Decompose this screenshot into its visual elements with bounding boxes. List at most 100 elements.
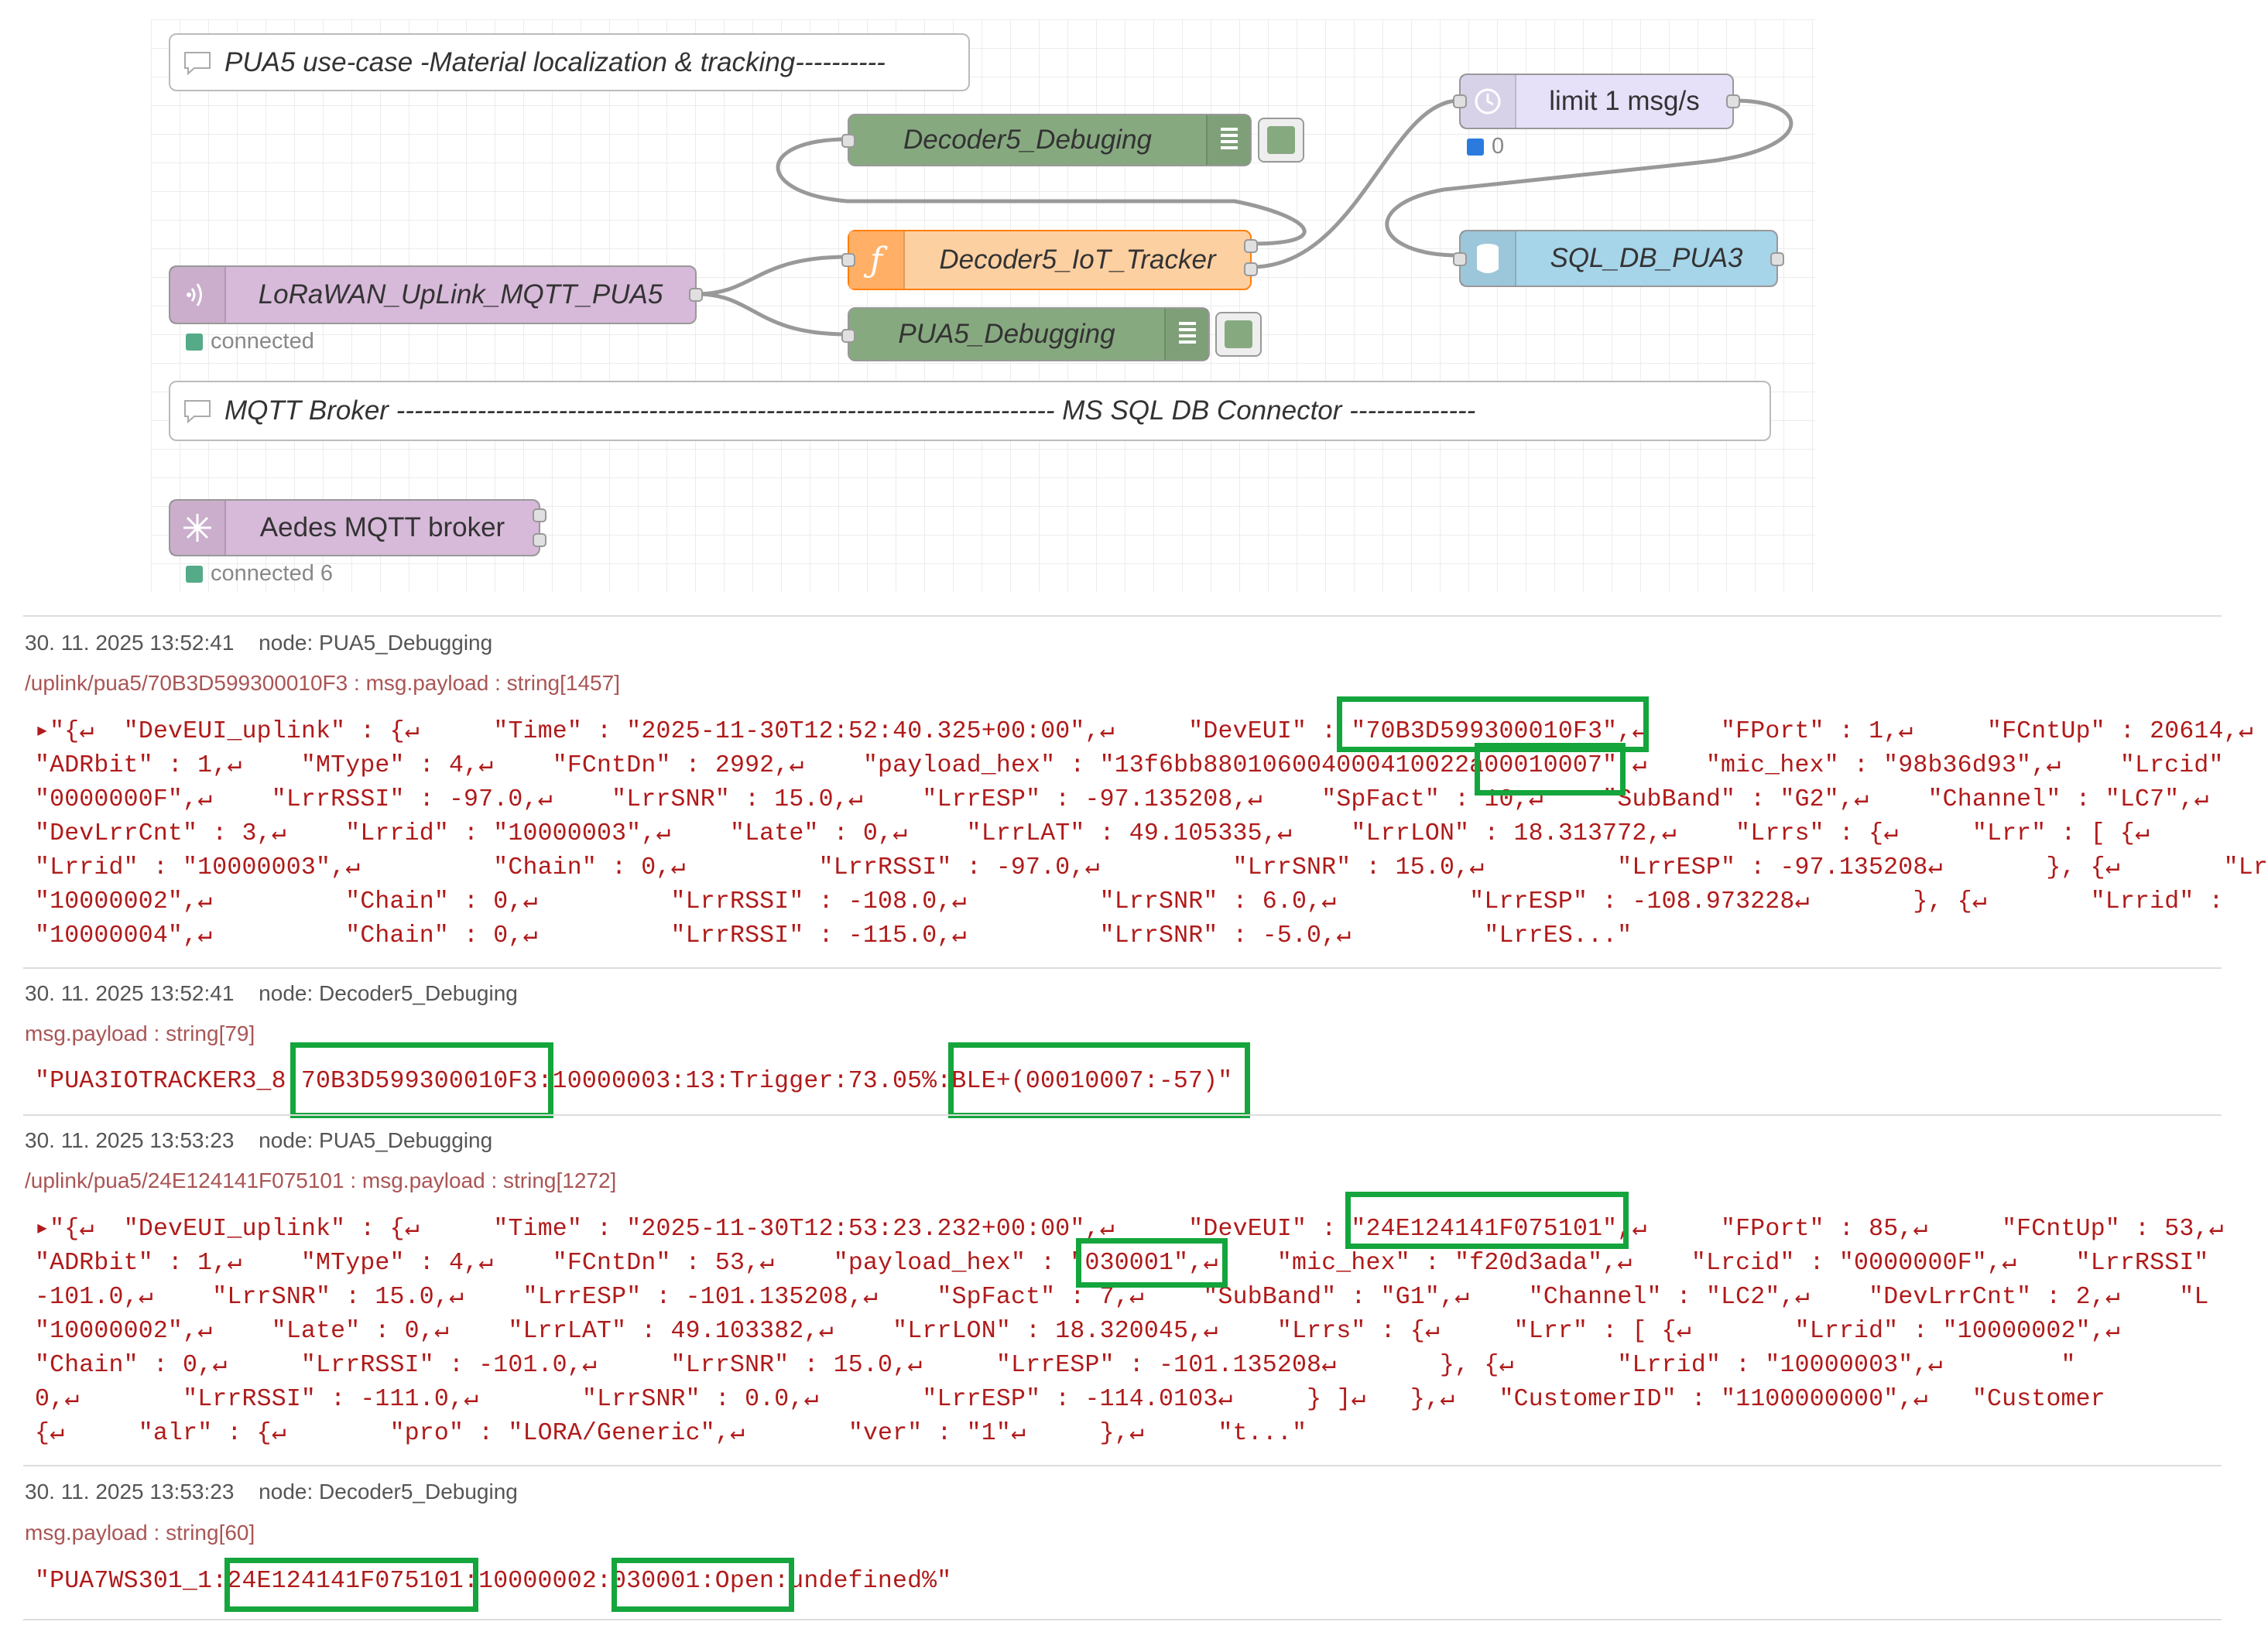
input-port[interactable] [1453,94,1467,108]
divider [23,1619,2222,1620]
wire-mqtt-to-function [696,255,848,296]
broker-icon [170,501,226,555]
payload-line: 0,↵ "LrrRSSI" : -111.0,↵ "LrrSNR" : 0.0,… [35,1386,2105,1413]
status-text: connected 6 [211,561,334,586]
highlight-box-ble [948,1042,1250,1118]
payload-line[interactable]: ▸"{↵ "DevEUI_uplink" : {↵ "Time" : "2025… [35,718,2253,745]
function-icon: ƒ [849,231,905,289]
node-label: Decoder5_Debuging [903,125,1153,155]
message-topic: msg.payload : string[60] [25,1521,255,1545]
output-port[interactable] [1726,94,1740,108]
message-timestamp: 30. 11. 2025 13:52:41 [25,981,235,1005]
payload-line[interactable]: ▸"{↵ "DevEUI_uplink" : {↵ "Time" : "2025… [35,1216,2224,1243]
comment-node-top[interactable]: PUA5 use-case -Material localization & t… [169,33,970,91]
node-label: limit 1 msg/s [1549,86,1700,116]
flow-canvas[interactable]: PUA5 use-case -Material localization & t… [151,19,1815,592]
delay-status: 0 [1467,134,1504,159]
function-node[interactable]: ƒ Decoder5_IoT_Tracker [841,230,1258,290]
message-node-link[interactable]: node: Decoder5_Debuging [259,1480,518,1504]
flow-wires [696,98,1794,337]
message-header: 30. 11. 2025 13:52:41 node: PUA5_Debuggi… [25,631,511,655]
payload-line: "DevLrrCnt" : 3,↵ "Lrrid" : "10000003",↵… [35,820,2150,847]
payload-line: "Chain" : 0,↵ "LrrRSSI" : -101.0,↵ "LrrS… [35,1352,2076,1379]
wire-delay-to-sql [1385,98,1794,258]
status-dot-icon [186,333,203,351]
database-icon [1461,231,1516,286]
payload-line: "ADRbit" : 1,↵ "MType" : 4,↵ "FCntDn" : … [35,1250,2209,1277]
broker-status: connected 6 [186,561,333,587]
highlight-box-deveui [224,1558,478,1612]
output-port-2[interactable] [1244,262,1258,276]
payload-line: "10000004",↵ "Chain" : 0,↵ "LrrRSSI" : -… [35,922,1632,949]
debug-toggle-button[interactable] [1215,312,1262,357]
highlight-box-payload-hex [1475,743,1626,795]
message-node-link[interactable]: node: PUA5_Debugging [259,1128,493,1152]
payload-line[interactable]: "PUA7WS301_1:24E124141F075101:10000002:0… [35,1568,952,1595]
payload-line: -101.0,↵ "LrrSNR" : 15.0,↵ "LrrESP" : -1… [35,1284,2209,1311]
mqtt-in-node[interactable]: LoRaWAN_UpLink_MQTT_PUA5 [169,265,703,324]
payload-line: "10000002",↵ "Chain" : 0,↵ "LrrRSSI" : -… [35,888,2224,915]
aedes-broker-node[interactable]: Aedes MQTT broker [169,499,546,556]
highlight-box-payload-hex [1076,1238,1228,1288]
output-port[interactable] [1770,252,1784,266]
debug-list-icon [1164,309,1208,360]
divider [23,615,2222,617]
debug-toggle-button[interactable] [1258,118,1304,163]
payload-line: {↵ "alr" : {↵ "pro" : "LORA/Generic",↵ "… [35,1420,1307,1447]
comment-icon [170,398,224,424]
node-label: Decoder5_IoT_Tracker [939,245,1216,275]
status-dot-icon [186,565,203,583]
highlight-box-payload [612,1558,794,1612]
status-text: 0 [1492,134,1505,159]
input-port[interactable] [841,253,855,267]
message-timestamp: 30. 11. 2025 13:52:41 [25,631,235,655]
highlight-box-deveui [1337,696,1649,752]
debug-list-icon [1206,115,1250,165]
payload-line: "ADRbit" : 1,↵ "MType" : 4,↵ "FCntDn" : … [35,752,2224,779]
status-text: connected [211,329,314,354]
payload-line: "10000002",↵ "Late" : 0,↵ "LrrLAT" : 49.… [35,1318,2120,1345]
delay-node[interactable]: limit 1 msg/s [1453,74,1740,129]
divider [23,1114,2222,1116]
message-node-link[interactable]: node: PUA5_Debugging [259,631,493,655]
message-header: 30. 11. 2025 13:53:23 node: Decoder5_Deb… [25,1480,536,1504]
node-label: PUA5_Debugging [898,319,1115,349]
sql-node[interactable]: SQL_DB_PUA3 [1453,230,1784,287]
mqtt-wave-icon [170,267,226,323]
divider [23,967,2222,969]
highlight-box-deveui [1345,1192,1629,1249]
message-header: 30. 11. 2025 13:52:41 node: Decoder5_Deb… [25,981,536,1006]
comment-icon [170,50,224,76]
wire-mqtt-to-pua5-debug [696,292,848,337]
comment-label: PUA5 use-case -Material localization & t… [224,46,886,77]
decoder-debug-node[interactable]: Decoder5_Debuging [841,114,1252,166]
comment-label: MQTT Broker ----------------------------… [224,395,1476,426]
message-timestamp: 30. 11. 2025 13:53:23 [25,1128,235,1152]
node-label: LoRaWAN_UpLink_MQTT_PUA5 [258,279,663,310]
message-timestamp: 30. 11. 2025 13:53:23 [25,1480,235,1504]
pua5-debug-node[interactable]: PUA5_Debugging [841,307,1210,361]
output-port-2[interactable] [533,533,546,547]
output-port[interactable] [689,288,703,302]
input-port[interactable] [841,329,855,343]
input-port[interactable] [841,134,855,148]
output-port-1[interactable] [1244,239,1258,253]
highlight-box-deveui [290,1042,553,1118]
node-label: Aedes MQTT broker [259,512,505,542]
payload-line: "Lrrid" : "10000003",↵ "Chain" : 0,↵ "Lr… [35,854,2268,881]
comment-node-middle[interactable]: MQTT Broker ----------------------------… [169,381,1771,441]
output-port-1[interactable] [533,508,546,522]
node-label: SQL_DB_PUA3 [1550,243,1743,273]
wire-function-to-delay [1251,98,1460,269]
status-dot-icon [1467,138,1484,156]
message-header: 30. 11. 2025 13:53:23 node: PUA5_Debuggi… [25,1128,511,1153]
wire-function-to-decoder-debug [776,137,1307,246]
message-topic: /uplink/pua5/70B3D599300010F3 : msg.payl… [25,671,620,695]
timer-icon [1461,75,1516,128]
mqtt-in-status: connected [186,329,314,354]
message-topic: /uplink/pua5/24E124141F075101 : msg.payl… [25,1168,617,1192]
payload-line[interactable]: "PUA3IOTRACKER3_8:70B3D599300010F3:10000… [35,1068,1233,1095]
input-port[interactable] [1453,252,1467,266]
message-node-link[interactable]: node: Decoder5_Debuging [259,981,518,1005]
payload-line: "0000000F",↵ "LrrRSSI" : -97.0,↵ "LrrSNR… [35,786,2209,813]
